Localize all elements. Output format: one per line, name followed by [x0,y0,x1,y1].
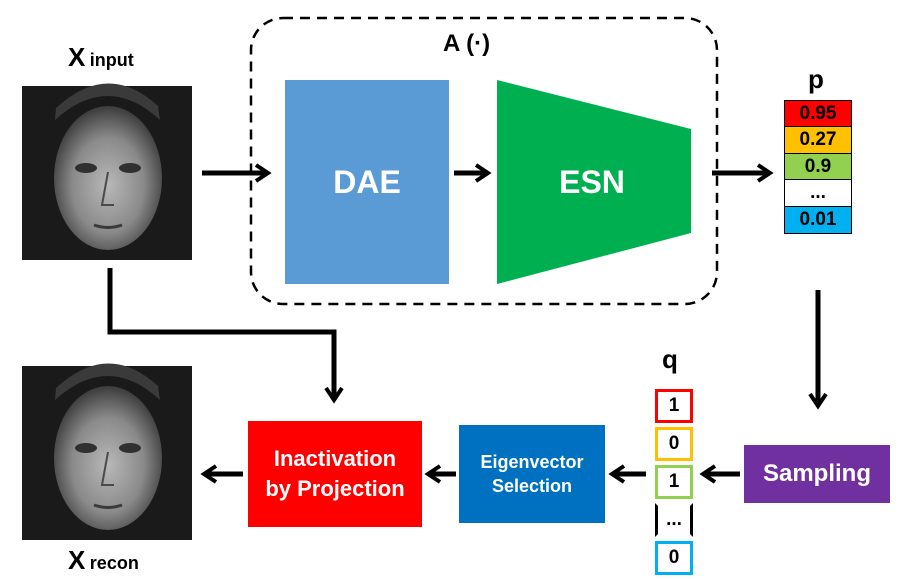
q-label: q [662,344,678,374]
esn-label: ESN [559,164,625,200]
q-cell: 0 [655,427,693,461]
p-cell: 0.95 [784,99,852,128]
x-input-label: X input [68,42,134,72]
inactivation-by-projection-block: Inactivation by Projection [248,421,422,527]
q-vector: 1 0 1 ... 0 [655,389,693,579]
p-cell: 0.01 [784,205,852,234]
dae-notch [285,80,449,284]
arrow-input-to-inact [107,268,344,404]
dae-label: DAE [333,164,401,200]
sampling-block: Sampling [744,445,890,503]
q-cell: 1 [655,389,693,423]
p-label: p [808,64,824,94]
eigen-line-2: Selection [491,476,573,496]
q-cell: 1 [655,465,693,499]
eigenvector-selection-block: Eigenvector Selection [459,425,605,523]
a-function-label: A (·) [443,30,491,57]
inact-line-2: by Projection [265,476,405,501]
input-face-image [22,83,192,260]
p-cell: 0.9 [784,152,852,181]
q-cell: 0 [655,541,693,575]
inact-line-1: Inactivation [273,446,397,472]
a-function-boundary [249,16,719,306]
p-cell: ... [784,179,852,207]
q-cell: ... [655,503,693,537]
x-recon-label: X recon [68,545,139,575]
recon-face-image [22,363,192,540]
p-vector: 0.95 0.27 0.9 ... 0.01 [784,99,852,234]
p-cell: 0.27 [784,126,852,154]
eigen-line-1: Eigenvector [480,451,584,472]
esn-shape [497,80,691,284]
